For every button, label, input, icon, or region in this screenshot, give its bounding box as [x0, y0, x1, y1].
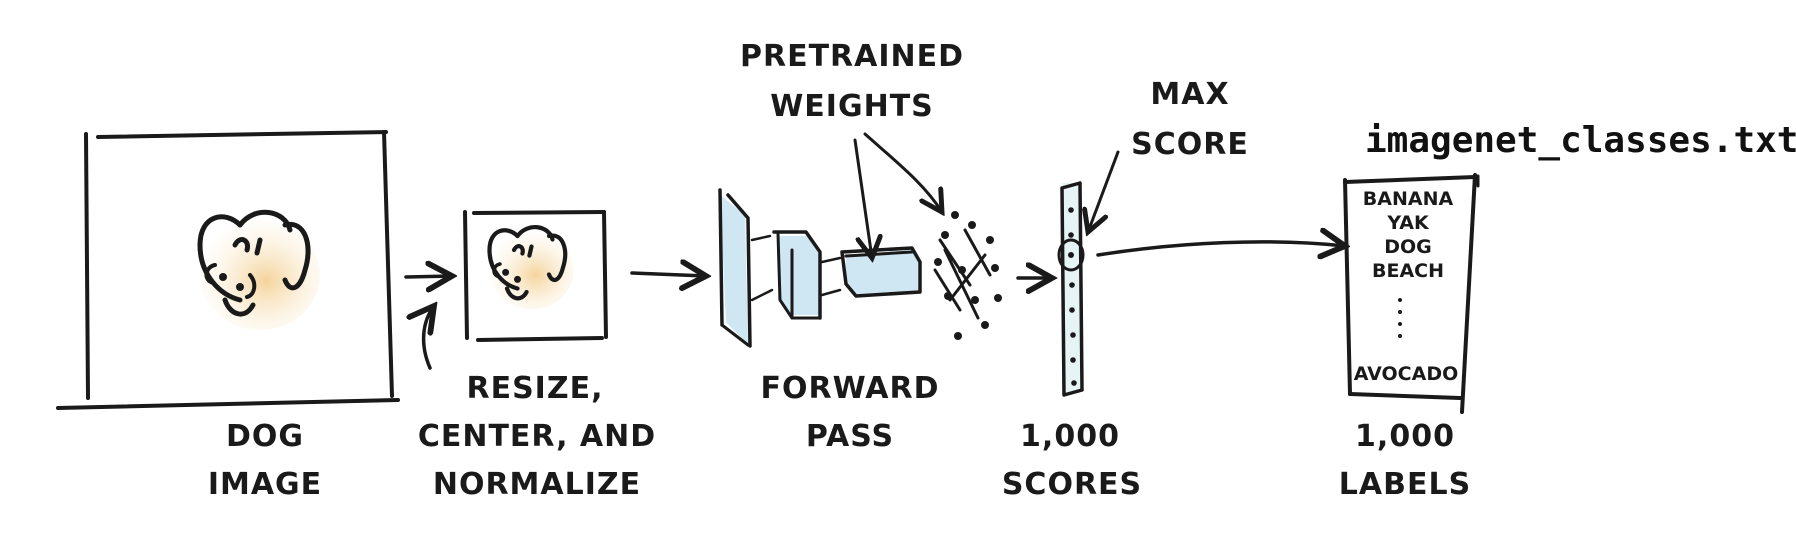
- forward-pass-label-line1: FORWARD: [760, 371, 939, 406]
- preprocess-label-line3: NORMALIZE: [433, 467, 641, 502]
- neural-network-sketch: [718, 188, 1002, 348]
- file-name-label: imagenet_classes.txt: [1365, 120, 1796, 161]
- preprocessed-image-frame: [463, 210, 608, 342]
- max-score-label-line2: SCORE: [1131, 127, 1249, 162]
- labels-label-line1: 1,000: [1355, 419, 1455, 454]
- scores-label-line1: 1,000: [1020, 419, 1120, 454]
- max-score-label-line1: MAX: [1150, 77, 1229, 112]
- dog-image-label-line1: DOG: [226, 419, 304, 454]
- arrow-to-preprocess: [404, 276, 452, 277]
- arrow-weights-to-nodes: [863, 132, 942, 212]
- pretrained-label-line1: PRETRAINED: [740, 39, 964, 74]
- file-ellipsis-dots: [1398, 298, 1402, 338]
- labels-label-line2: LABELS: [1339, 467, 1471, 502]
- file-item-3: DOG: [1384, 236, 1432, 258]
- dog-image-label-line2: IMAGE: [208, 467, 322, 502]
- dog-drawing-large: [197, 209, 320, 330]
- labels-file: [1343, 173, 1480, 414]
- file-item-1: BANANA: [1363, 188, 1454, 210]
- file-item-last: AVOCADO: [1354, 363, 1459, 385]
- scores-vector: [1057, 181, 1085, 397]
- forward-pass-label-line2: PASS: [806, 419, 894, 454]
- arrow-max-score: [1088, 150, 1120, 232]
- scores-label-line2: SCORES: [1002, 467, 1142, 502]
- dog-image-frame: [56, 130, 400, 410]
- file-item-4: BEACH: [1372, 260, 1444, 282]
- arrow-weights-to-box: [853, 138, 872, 258]
- preprocess-label-line1: RESIZE,: [466, 371, 603, 406]
- dog-drawing-small: [487, 225, 574, 310]
- preprocess-label-line2: CENTER, AND: [418, 419, 656, 454]
- arrow-preprocess-note: [424, 306, 434, 370]
- arrow-to-network: [630, 273, 706, 276]
- pretrained-label-line2: WEIGHTS: [770, 89, 934, 124]
- arrow-to-labels: [1096, 242, 1345, 255]
- file-item-2: YAK: [1386, 212, 1430, 234]
